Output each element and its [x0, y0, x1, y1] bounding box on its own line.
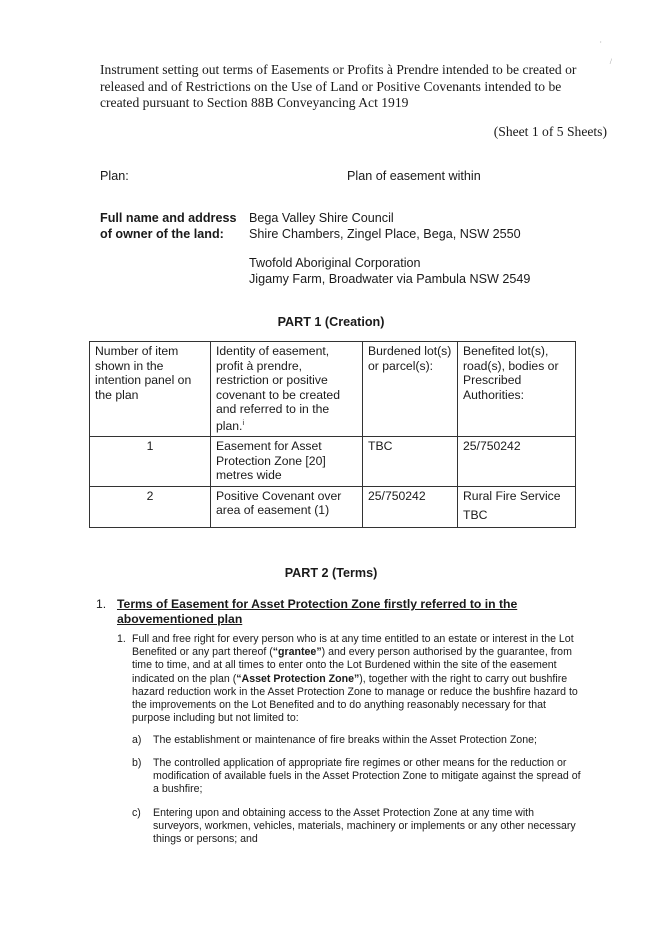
para-text-part: ) and every person authorised by the gua… — [132, 646, 572, 685]
header-cell-identity: Identity of easement, profit à prendre, … — [210, 340, 363, 438]
row-benefited: Rural Fire Service TBC — [457, 485, 576, 528]
plan-label: Plan: — [100, 169, 129, 183]
table-row: 1 Easement for Asset Protection Zone [20… — [89, 436, 576, 487]
header-identity-text: Identity of easement, profit à prendre, … — [216, 344, 340, 433]
item-a-letter: a) — [132, 734, 142, 746]
defined-term-grantee: “grantee” — [272, 646, 322, 659]
row-number: 1 — [89, 436, 211, 487]
owner-1-address: Shire Chambers, Zingel Place, Bega, NSW … — [249, 226, 521, 241]
row-benefited-line1: Rural Fire Service — [463, 488, 561, 503]
paragraph-1-text: Full and free right for every person who… — [132, 633, 587, 725]
item-c-text: Entering upon and obtaining access to th… — [153, 807, 576, 846]
row-identity: Easement for Asset Protection Zone [20] … — [210, 436, 363, 487]
row-benefited-line2: TBC — [463, 508, 488, 523]
instrument-heading: Instrument setting out terms of Easement… — [100, 62, 577, 110]
item-a-text: The establishment or maintenance of fire… — [153, 734, 537, 746]
row-benefited: 25/750242 — [457, 436, 576, 487]
paragraph-1-number: 1. — [117, 633, 126, 645]
item-c-letter: c) — [132, 807, 141, 819]
owner-label: Full name and address of owner of the la… — [100, 211, 237, 241]
defined-term-apz: “Asset Protection Zone” — [236, 672, 360, 685]
scan-mark: · — [599, 38, 602, 47]
header-cell-number: Number of item shown in the intention pa… — [89, 340, 211, 438]
para-text-part: ), together with the right to carry out … — [132, 672, 578, 725]
owner-2-name: Twofold Aboriginal Corporation — [249, 256, 421, 270]
owner-2-address: Jigamy Farm, Broadwater via Pambula NSW … — [249, 271, 531, 286]
row-number: 2 — [89, 485, 211, 528]
owner-1-name: Bega Valley Shire Council — [249, 211, 394, 225]
part1-title: PART 1 (Creation) — [277, 315, 385, 329]
owner-2: Twofold Aboriginal Corporation Jigamy Fa… — [249, 256, 530, 287]
item-b-text: The controlled application of appropriat… — [153, 757, 581, 796]
table-row: 2 Positive Covenant over area of easemen… — [89, 485, 576, 528]
para-text-part: Full and free right for every person who… — [132, 633, 574, 659]
part2-title: PART 2 (Terms) — [284, 566, 378, 580]
table-header-row: Number of item shown in the intention pa… — [89, 340, 576, 438]
sheet-number: (Sheet 1 of 5 Sheets) — [493, 124, 607, 139]
footnote-mark: i — [242, 419, 244, 427]
item-b-letter: b) — [132, 757, 142, 769]
scan-mark: / — [609, 57, 612, 66]
section-1-number: 1. — [96, 597, 107, 611]
section-1-title: Terms of Easement for Asset Protection Z… — [117, 597, 518, 626]
plan-value: Plan of easement within — [347, 169, 481, 183]
owner-1: Bega Valley Shire Council Shire Chambers… — [249, 211, 521, 242]
header-cell-benefited: Benefited lot(s), road(s), bodies or Pre… — [457, 340, 576, 438]
row-burdened: TBC — [362, 436, 458, 487]
creation-table: Number of item shown in the intention pa… — [89, 340, 576, 528]
header-cell-burdened: Burdened lot(s) or parcel(s): — [362, 340, 458, 438]
row-identity: Positive Covenant over area of easement … — [210, 485, 363, 528]
row-burdened: 25/750242 — [362, 485, 458, 528]
